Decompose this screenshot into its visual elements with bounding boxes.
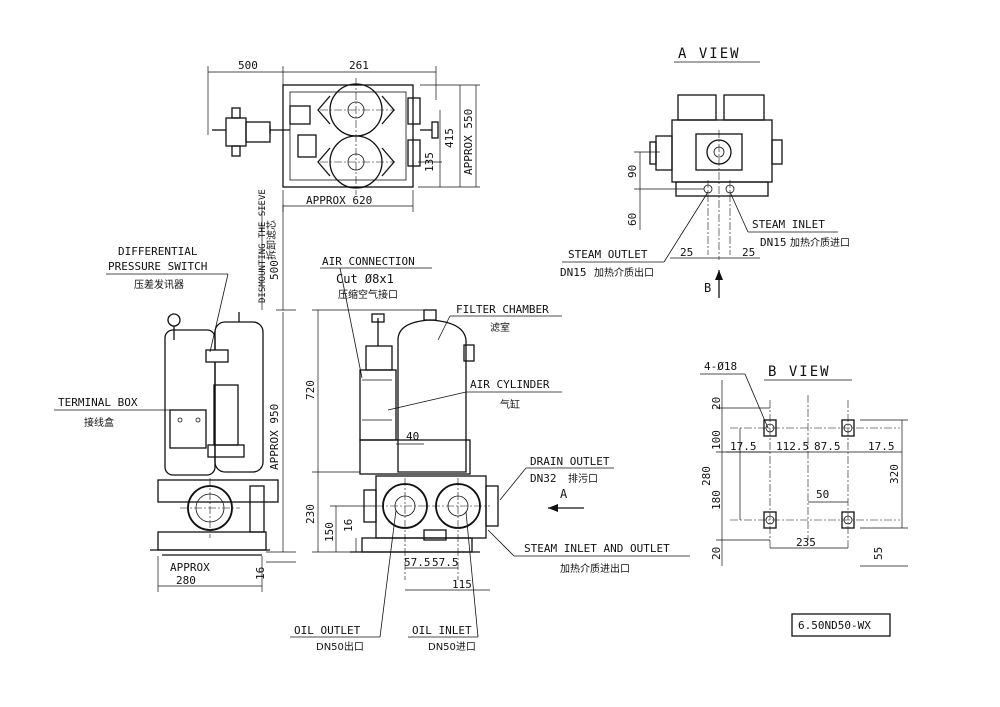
dim-front-16: 16: [342, 519, 355, 532]
label-steam-inlet-outlet-cn: 加热介质进出口: [560, 562, 630, 575]
side-view: APPROX 280 500 APPROX 950 16 DISMOUNTING…: [54, 189, 296, 592]
dim-side-280: 280: [176, 574, 196, 587]
front-view: 720 230 150 16 40 57.5 57.5 115 AIR CONN…: [290, 255, 690, 653]
label-drain-outlet-spec: DN32: [530, 472, 557, 485]
dim-a-25a: 25: [680, 246, 693, 259]
dim-front-720: 720: [304, 380, 317, 400]
label-dismounting: DISMOUNTING THE SIEVE: [258, 189, 268, 303]
label-steam-inlet: STEAM INLET: [752, 218, 825, 231]
model-box: 6.50ND50-WX: [791, 613, 891, 637]
dim-front-230: 230: [304, 504, 317, 524]
label-differential: DIFFERENTIAL: [118, 245, 198, 258]
a-view-title: A VIEW: [678, 46, 741, 62]
dim-top-approx550: APPROX 550: [462, 109, 475, 175]
dim-side-16: 16: [254, 567, 267, 580]
dim-a-60: 60: [626, 213, 639, 226]
label-oil-inlet: OIL INLET: [412, 624, 472, 637]
label-steam-outlet: STEAM OUTLET: [568, 248, 648, 261]
label-dismounting-cn: 拆卸滤芯: [265, 220, 278, 260]
b-view: B VIEW 4-Ø18 20 100 280 180 20 17.5 112.…: [700, 360, 908, 567]
dim-b-280: 280: [700, 466, 713, 486]
dim-side-500: 500: [268, 260, 281, 280]
label-filter-chamber-cn: 滤室: [490, 321, 510, 334]
dim-top-500: 500: [238, 59, 258, 72]
label-air-connection: AIR CONNECTION: [322, 255, 415, 268]
dim-front-57-5b: 57.5: [432, 556, 459, 569]
arrow-a-label: A: [560, 487, 568, 501]
dim-b-112-5: 112.5: [776, 440, 809, 453]
label-drain-outlet: DRAIN OUTLET: [530, 455, 610, 468]
label-air-connection-cn: 压缩空气接口: [338, 288, 398, 301]
dim-b-20-bot: 20: [710, 547, 723, 560]
dim-a-90: 90: [626, 165, 639, 178]
dim-b-55: 55: [872, 547, 885, 560]
a-view: A VIEW 90 60 25 25 STEAM INLET DN15: [560, 46, 850, 298]
top-plan-view: 500 261 APP: [207, 59, 480, 212]
label-steam-inlet-outlet: STEAM INLET AND OUTLET: [524, 542, 670, 555]
label-oil-outlet: OIL OUTLET: [294, 624, 361, 637]
dim-front-57-5a: 57.5: [404, 556, 431, 569]
label-air-connection-spec: Cut Ø8x1: [336, 272, 394, 286]
arrow-b-label: B: [704, 281, 711, 295]
label-differential-cn: 压差发讯器: [134, 278, 184, 291]
dim-b-17-5b: 17.5: [868, 440, 895, 453]
b-view-title: B VIEW: [768, 364, 831, 380]
label-holes: 4-Ø18: [704, 360, 737, 373]
label-oil-outlet-spec: DN50出口: [316, 640, 364, 653]
dim-b-20-top: 20: [710, 397, 723, 410]
dim-b-100: 100: [710, 430, 723, 450]
dim-front-115: 115: [452, 578, 472, 591]
dim-side-approx: APPROX: [170, 561, 210, 574]
label-pressure-switch: PRESSURE SWITCH: [108, 260, 207, 273]
dim-b-320: 320: [888, 464, 901, 484]
dim-front-150: 150: [323, 522, 336, 542]
label-filter-chamber: FILTER CHAMBER: [456, 303, 549, 316]
dim-top-261: 261: [349, 59, 369, 72]
label-terminal-box-cn: 接线盒: [84, 416, 114, 429]
label-terminal-box: TERMINAL BOX: [58, 396, 138, 409]
model-number: 6.50ND50-WX: [798, 619, 871, 632]
label-drain-outlet-cn: 排污口: [568, 472, 598, 485]
label-oil-inlet-spec: DN50进口: [428, 641, 476, 653]
dim-top-135: 135: [423, 152, 436, 172]
dim-b-235: 235: [796, 536, 816, 549]
dim-b-50: 50: [816, 488, 829, 501]
dim-b-17-5a: 17.5: [730, 440, 757, 453]
label-steam-inlet-spec: DN15: [760, 236, 787, 249]
dim-front-40: 40: [406, 430, 419, 443]
dim-top-approx620: APPROX 620: [306, 194, 372, 207]
dim-b-180: 180: [710, 490, 723, 510]
label-air-cylinder-cn: 气缸: [500, 398, 520, 411]
dim-b-87-5: 87.5: [814, 440, 841, 453]
label-steam-inlet-cn: 加热介质进口: [790, 236, 850, 249]
dim-side-approx950: APPROX 950: [268, 404, 281, 470]
dim-a-25b: 25: [742, 246, 755, 259]
label-steam-outlet-spec: DN15: [560, 266, 587, 279]
dim-top-415: 415: [443, 128, 456, 148]
label-air-cylinder: AIR CYLINDER: [470, 378, 550, 391]
label-steam-outlet-cn: 加热介质出口: [594, 266, 654, 279]
